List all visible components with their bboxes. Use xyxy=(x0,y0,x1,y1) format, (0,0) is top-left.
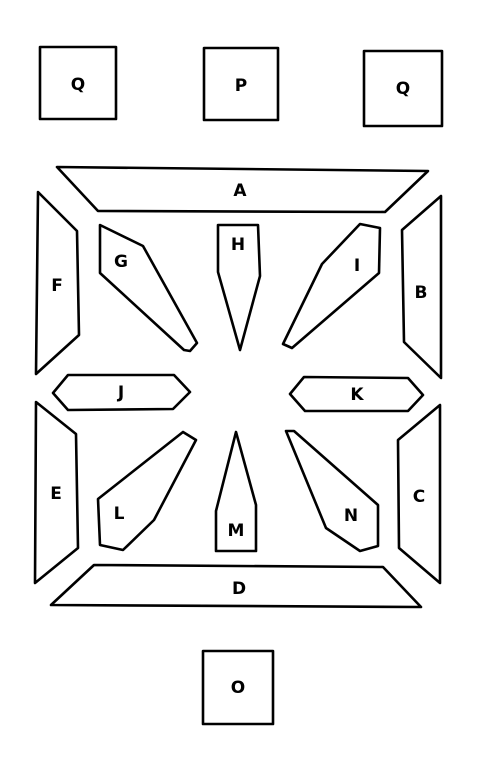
pad-q-right-label: Q xyxy=(396,79,410,99)
segment-k: K xyxy=(288,375,425,413)
segment-d: D xyxy=(49,563,423,609)
segment-c-label: C xyxy=(413,487,425,507)
segment-l-label: L xyxy=(114,504,125,524)
segment-e-label: E xyxy=(50,484,62,504)
segment-d-label: D xyxy=(232,579,246,599)
segment-m-label: M xyxy=(228,521,245,541)
segment-j: J xyxy=(51,373,192,412)
pad-o-label: O xyxy=(231,678,245,698)
segment-a-label: A xyxy=(233,181,247,201)
segment-l: L xyxy=(96,430,198,552)
segment-i-label: I xyxy=(354,256,360,276)
pad-o: O xyxy=(201,649,275,726)
segment-i: I xyxy=(281,222,382,350)
segment-h-label: H xyxy=(231,235,245,255)
segment-f: F xyxy=(34,190,81,376)
segment-m: M xyxy=(214,430,258,553)
segment-c: C xyxy=(396,403,442,585)
pad-p-label: P xyxy=(235,76,247,96)
pad-p: P xyxy=(202,46,280,122)
segment-k-label: K xyxy=(350,385,364,405)
pad-q-left: Q xyxy=(38,45,118,121)
segment-f-label: F xyxy=(51,276,63,296)
segment-n-label: N xyxy=(344,506,358,526)
segment-n: N xyxy=(284,429,380,553)
pad-q-left-label: Q xyxy=(71,75,85,95)
segment-e: E xyxy=(33,400,80,585)
segment-g-label: G xyxy=(114,252,128,272)
segment-j-label: J xyxy=(117,383,124,403)
pad-q-right: Q xyxy=(362,49,444,128)
segment-g: G xyxy=(98,223,199,353)
segment-b: B xyxy=(400,194,443,380)
segment-h: H xyxy=(216,223,262,352)
segment-a: A xyxy=(55,165,430,214)
segment-b-label: B xyxy=(415,283,428,303)
